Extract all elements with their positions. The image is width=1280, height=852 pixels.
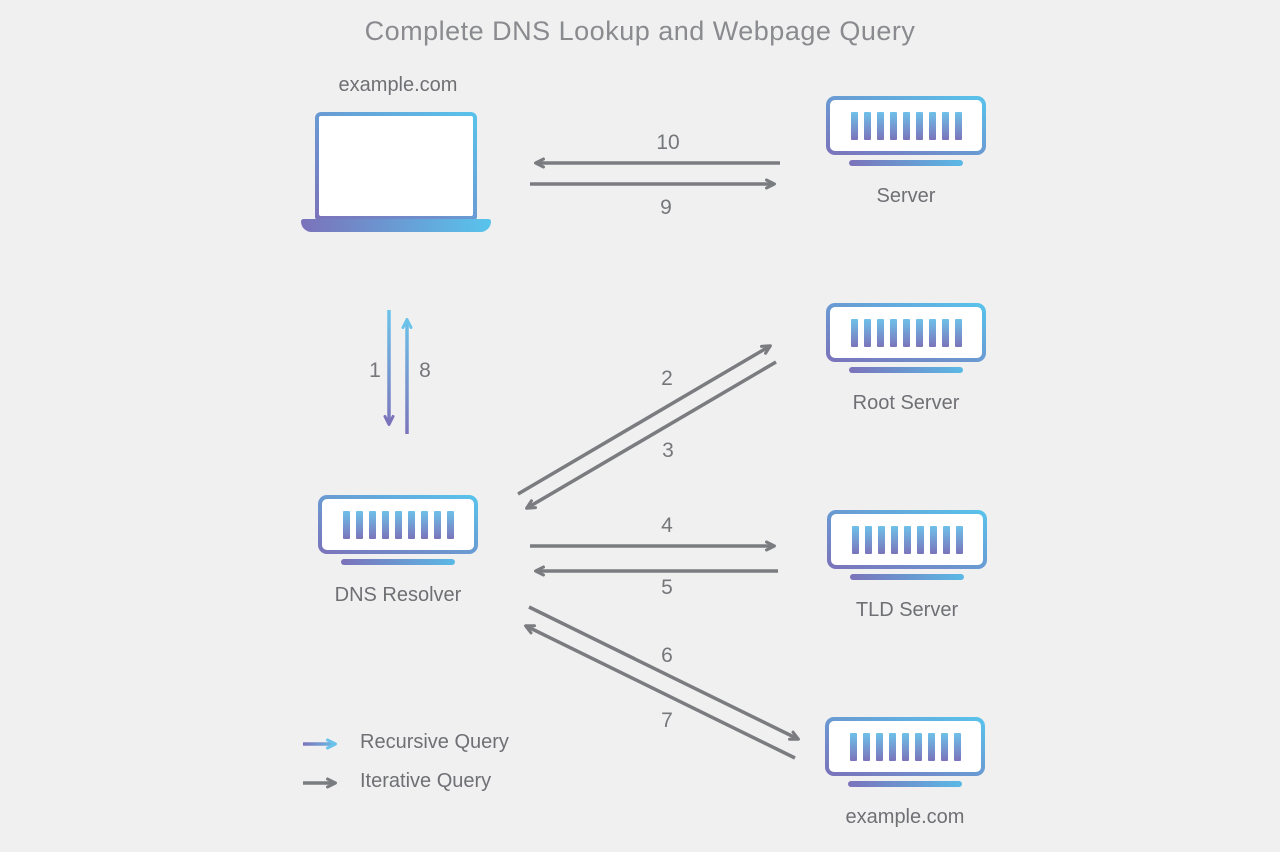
step-label-7: 7 [661, 709, 673, 732]
step-label-1: 1 [369, 359, 381, 382]
arrow-step-2 [517, 344, 772, 496]
client-label: example.com [338, 74, 458, 96]
server-shadow-bar [849, 160, 963, 166]
authoritative-server-label: example.com [845, 806, 965, 828]
laptop-icon [301, 112, 491, 232]
legend-recursive-label: Recursive Query [360, 731, 509, 753]
server-icon [825, 717, 985, 776]
root-server-node: Root Server [826, 303, 986, 415]
step-label-4: 4 [661, 514, 673, 537]
tld-server-label: TLD Server [855, 599, 959, 621]
laptop-base [301, 219, 491, 232]
server-shadow-bar [850, 574, 964, 580]
server-shadow-bar [848, 781, 962, 787]
dns-resolver-node: DNS Resolver [318, 495, 478, 607]
step-label-2: 2 [661, 367, 673, 390]
step-label-6: 6 [661, 644, 673, 667]
laptop-screen [315, 112, 477, 220]
server-shadow-bar [849, 367, 963, 373]
server-shadow-bar [341, 559, 455, 565]
dns-resolver-label: DNS Resolver [334, 584, 462, 606]
web-server-node: Server [826, 96, 986, 208]
root-server-label: Root Server [852, 392, 960, 414]
arrow-step-7 [524, 624, 796, 760]
server-icon [826, 303, 986, 362]
tld-server-node: TLD Server [827, 510, 987, 622]
step-label-10: 10 [656, 131, 680, 154]
arrow-step-6 [528, 605, 800, 741]
server-icon [826, 96, 986, 155]
legend-iterative-label: Iterative Query [360, 770, 492, 792]
arrow-step-3 [525, 360, 777, 510]
step-label-3: 3 [662, 439, 674, 462]
authoritative-server-node: example.com [825, 717, 985, 829]
web-server-label: Server [876, 185, 936, 207]
server-icon [827, 510, 987, 569]
diagram-title: Complete DNS Lookup and Webpage Query [364, 16, 916, 46]
step-label-5: 5 [661, 576, 673, 599]
step-label-9: 9 [660, 196, 672, 219]
server-icon [318, 495, 478, 554]
step-label-8: 8 [419, 359, 431, 382]
